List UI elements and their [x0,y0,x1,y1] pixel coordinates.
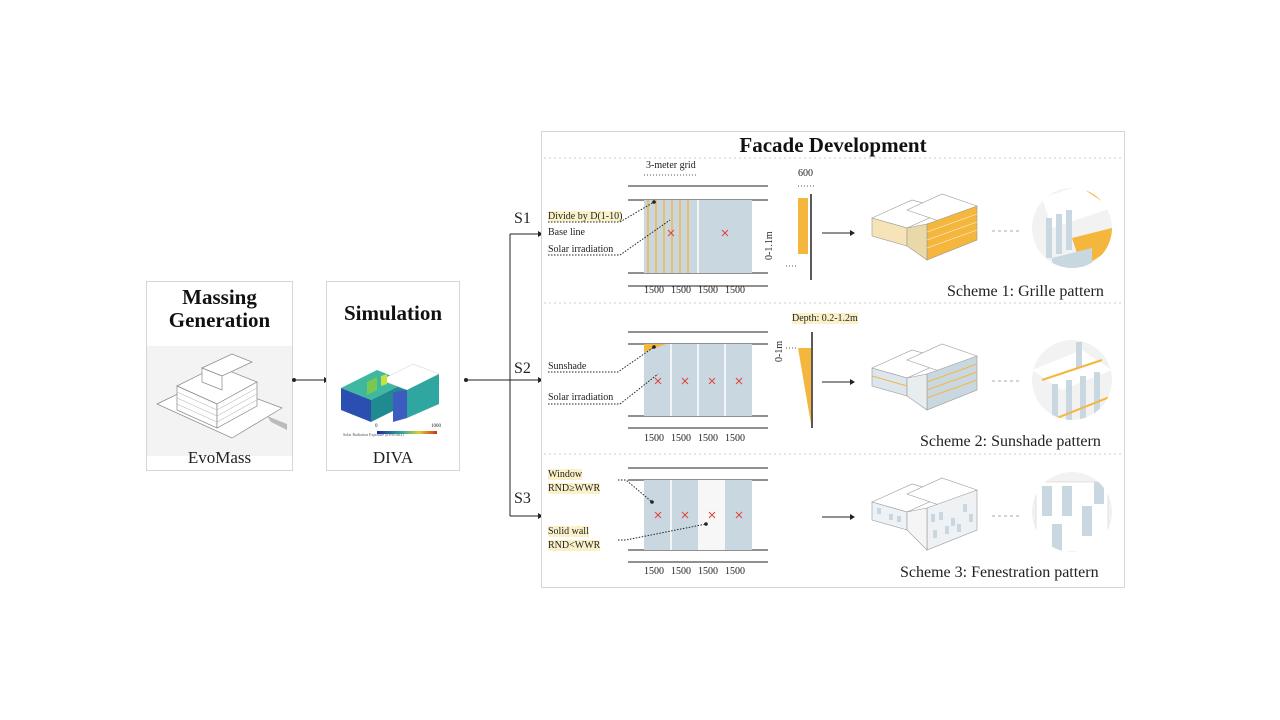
s1-building [871,193,978,261]
arrow-massing-to-sim [292,377,329,383]
s2-section-side: 0-1m [774,340,785,362]
s2-section [786,332,813,428]
s1-dim-4: 1500 [725,285,745,296]
simulation-caption: DIVA [372,448,414,467]
s1-section-side: 0-1.1m [764,231,775,260]
s1-section-top: 600 [798,168,813,179]
s2-detail [1032,340,1112,420]
s2-label-sunshade: Sunshade [548,361,587,372]
branch-s3: S3 [514,490,531,507]
simulation-image [341,363,440,422]
s1-facade-grid [628,174,768,287]
s2-dim-4: 1500 [725,433,745,444]
branch-s1: S1 [514,210,531,227]
s3-scheme: Scheme 3: Fenestration pattern [900,564,1099,581]
legend-text: Solar Radiation Exposure [kWh/cm2] [343,432,404,437]
branch-connector [464,231,543,519]
s3-dashed-link [992,515,1022,517]
s3-arrow [822,514,855,520]
s3-detail [1032,472,1112,552]
s1-grid-label: 3-meter grid [646,160,696,171]
s1-arrow [822,230,855,236]
s1-leaders [548,201,671,256]
s2-leaders [548,346,659,405]
massing-title: Massing Generation [168,285,271,333]
facade-dividers [544,157,1122,455]
simulation-panel: Simulation 0 1000 Solar Radiation Exposu… [326,281,460,471]
s1-dim-1: 1500 [644,285,664,296]
legend-min: 0 [375,424,378,429]
s2-facade-grid [628,331,768,429]
s2-label-solar: Solar irradiation [548,392,614,403]
s2-arrow [822,379,855,385]
s2-dashed-link [992,380,1022,382]
s3-dim-4: 1500 [725,566,745,577]
s2-dim-2: 1500 [671,433,691,444]
massing-image [147,346,292,456]
s1-dashed-link [992,230,1022,232]
s1-label-solar: Solar irradiation [548,244,614,255]
s3-dim-2: 1500 [671,566,691,577]
legend-max: 1000 [431,424,441,429]
s2-dim-3: 1500 [698,433,718,444]
s3-facade-grid [628,467,768,563]
s3-label-rnd-ge: RND≥WWR [548,483,601,494]
s2-dim-1: 1500 [644,433,664,444]
s1-dim-3: 1500 [698,285,718,296]
s1-section [786,185,814,280]
s2-depth-label: Depth: 0.2-1.2m [792,313,858,324]
massing-caption: EvoMass [187,448,252,467]
s1-detail [1032,188,1112,268]
facade-panel: Facade Development 3-meter grid Divide b… [541,131,1125,588]
branch-s2: S2 [514,360,531,377]
s3-label-window: Window [548,469,583,480]
s1-label-divide: Divide by D(1-10) [548,211,623,222]
s1-dim-2: 1500 [671,285,691,296]
s1-scheme: Scheme 1: Grille pattern [947,283,1104,300]
s3-label-rnd-lt: RND<WWR [548,540,601,551]
simulation-title: Simulation [343,301,443,325]
s3-dim-3: 1500 [698,566,718,577]
s2-scheme: Scheme 2: Sunshade pattern [920,433,1101,450]
facade-title: Facade Development [739,133,927,157]
s3-label-solid: Solid wall [548,526,589,537]
simulation-legend [377,431,437,434]
s2-building [871,343,978,411]
s3-dim-1: 1500 [644,566,664,577]
s1-label-baseline: Base line [548,227,585,238]
s3-building [871,477,978,551]
massing-panel: Massing Generation EvoMass [146,281,293,471]
s3-leaders [618,479,707,541]
